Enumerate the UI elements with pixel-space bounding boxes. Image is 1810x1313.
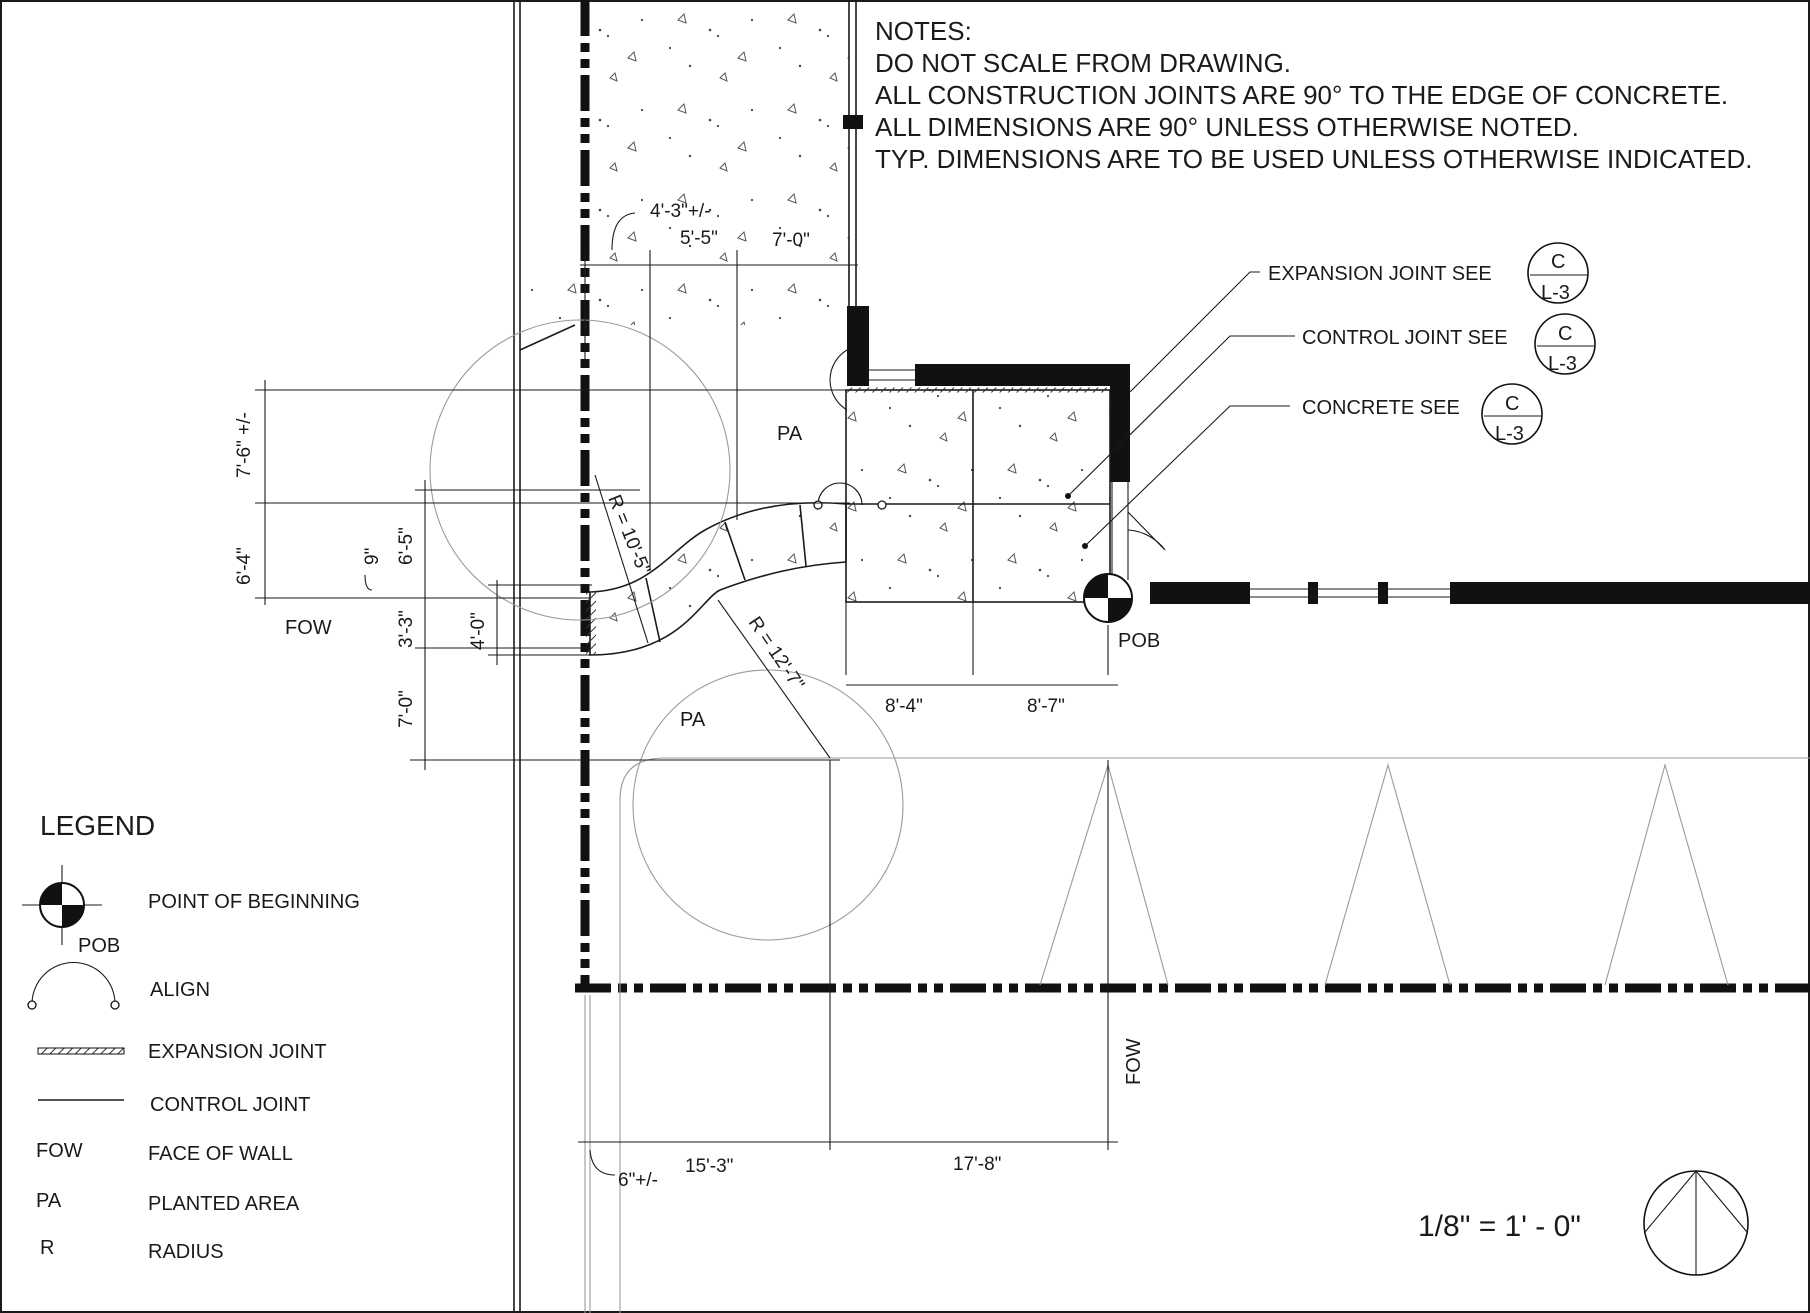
note-line: TYP. DIMENSIONS ARE TO BE USED UNLESS OT… bbox=[875, 144, 1752, 174]
legend-abbr: PA bbox=[36, 1190, 62, 1212]
legend-label: PLANTED AREA bbox=[148, 1193, 300, 1215]
detail-bubble: C L-3 bbox=[1527, 242, 1589, 304]
callout-control-joint: CONTROL JOINT SEE bbox=[1302, 327, 1508, 349]
dim-left-g: 7'-0" bbox=[396, 690, 417, 728]
label-fow-left: FOW bbox=[285, 617, 332, 639]
dim-left-e: 3'-3" bbox=[396, 610, 417, 648]
dim-mid-a: 8'-4" bbox=[885, 696, 923, 717]
label-pa-upper: PA bbox=[777, 423, 803, 445]
detail-letter: C bbox=[1551, 251, 1565, 273]
legend-label: ALIGN bbox=[150, 979, 210, 1001]
label-pa-lower: PA bbox=[680, 709, 706, 731]
dim-bottom-b: 17'-8" bbox=[953, 1154, 1001, 1175]
tree-canopy-upper bbox=[429, 319, 731, 621]
label-fow-bottom: FOW bbox=[1123, 1038, 1145, 1085]
dim-bottom-a: 15'-3" bbox=[685, 1156, 733, 1177]
notes-title: NOTES: bbox=[875, 16, 972, 46]
pob-icon bbox=[22, 865, 102, 945]
callouts: EXPANSION JOINT SEE C L-3 CONTROL JOINT … bbox=[1065, 242, 1596, 549]
note-line: DO NOT SCALE FROM DRAWING. bbox=[875, 48, 1291, 78]
dim-mid-b: 8'-7" bbox=[1027, 696, 1065, 717]
legend-abbr: R bbox=[40, 1237, 54, 1259]
pob-label: POB bbox=[1118, 630, 1160, 652]
detail-sheet: L-3 bbox=[1548, 353, 1577, 375]
detail-letter: C bbox=[1558, 323, 1572, 345]
legend-pob-abbr: POB bbox=[78, 935, 120, 957]
legend-abbr: FOW bbox=[36, 1140, 83, 1162]
dim-left-b: 6'-4" bbox=[234, 547, 255, 585]
dim-left-a: 7'-6" +/- bbox=[234, 412, 255, 478]
legend-title: LEGEND bbox=[40, 810, 155, 841]
legend-label: EXPANSION JOINT bbox=[148, 1041, 327, 1063]
note-line: ALL CONSTRUCTION JOINTS ARE 90° TO THE E… bbox=[875, 80, 1728, 110]
dimension-lines bbox=[255, 212, 1118, 1176]
callout-concrete: CONCRETE SEE bbox=[1302, 397, 1460, 419]
dim-radius-a: R = 10'-5" bbox=[603, 492, 654, 578]
dim-left-c: 6'-5" bbox=[396, 527, 417, 565]
legend-label: RADIUS bbox=[148, 1241, 224, 1263]
left-wall-lines bbox=[513, 0, 576, 1313]
detail-sheet: L-3 bbox=[1541, 282, 1570, 304]
legend-label: CONTROL JOINT bbox=[150, 1094, 310, 1116]
north-concrete-strip bbox=[528, 0, 863, 325]
dim-top-b: 7'-0" bbox=[772, 230, 810, 251]
building-walls bbox=[829, 306, 1810, 604]
expansion-joint-icon bbox=[37, 1047, 125, 1055]
dim-left-d: 9" bbox=[362, 548, 383, 565]
north-arrow-icon bbox=[1643, 1170, 1749, 1276]
scale-label: 1/8" = 1' - 0" bbox=[1418, 1210, 1581, 1243]
detail-letter: C bbox=[1505, 393, 1519, 415]
legend-label: FACE OF WALL bbox=[148, 1143, 293, 1165]
dim-left-f: 4'-0" bbox=[468, 612, 489, 650]
dim-top-a: 5'-5" bbox=[680, 228, 718, 249]
curved-walkway bbox=[586, 502, 847, 656]
general-notes: NOTES: DO NOT SCALE FROM DRAWING. ALL CO… bbox=[875, 16, 1752, 174]
note-line: ALL DIMENSIONS ARE 90° UNLESS OTHERWISE … bbox=[875, 112, 1579, 142]
dim-bottom-approx: 6"+/- bbox=[618, 1170, 658, 1191]
legend: LEGEND POB POINT OF BEGINNING ALIGN EXPA… bbox=[22, 810, 360, 1263]
legend-label: POINT OF BEGINNING bbox=[148, 891, 360, 913]
detail-sheet: L-3 bbox=[1495, 423, 1524, 445]
pob-symbol-plan bbox=[1083, 573, 1133, 623]
parking-lines bbox=[584, 757, 1810, 1313]
tree-canopy-lower bbox=[632, 669, 904, 941]
detail-bubble: C L-3 bbox=[1534, 313, 1596, 375]
dim-top-approx: 4'-3"+/- bbox=[650, 201, 711, 222]
detail-bubble: C L-3 bbox=[1481, 383, 1543, 445]
callout-expansion-joint: EXPANSION JOINT SEE bbox=[1268, 263, 1492, 285]
align-icon bbox=[27, 962, 120, 1010]
